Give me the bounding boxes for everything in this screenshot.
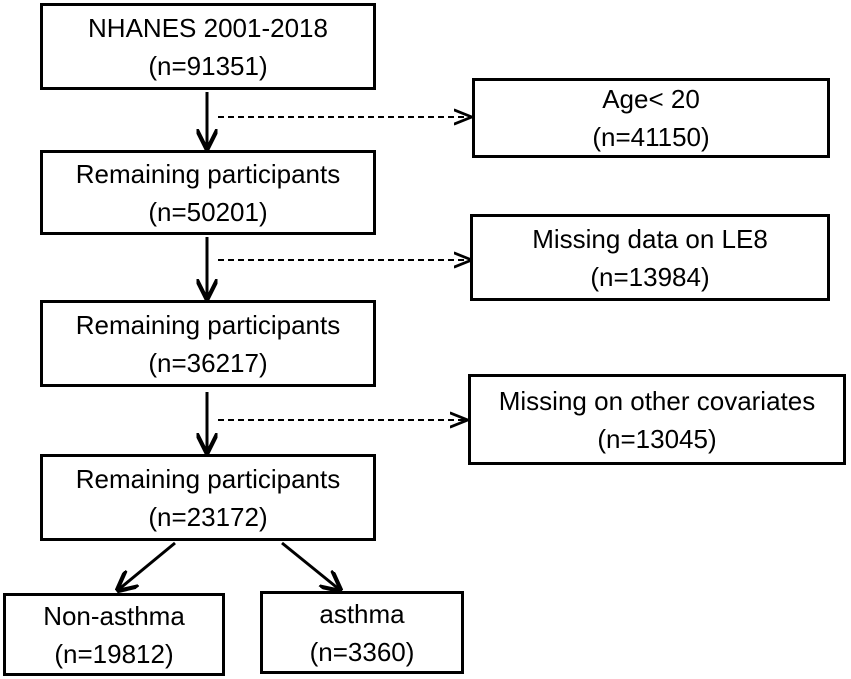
box-exclusion-age-count: (n=41150) [592,122,710,152]
split-arrow-asthma [281,541,340,590]
box-exclusion-covariates-title: Missing on other covariates [498,385,816,416]
box-remaining-1: Remaining participants (n=50201) [40,150,376,235]
box-remaining-2-title: Remaining participants [75,309,341,340]
box-group-non-asthma: Non-asthma (n=19812) [3,593,225,676]
box-group-non-asthma-count: (n=19812) [54,638,174,669]
box-group-asthma-count: (n=3360) [309,636,415,667]
box-remaining-3-count: (n=23172) [148,501,268,532]
box-group-asthma: asthma (n=3360) [260,591,464,674]
box-group-asthma-title: asthma [319,598,405,629]
box-exclusion-le8-count: (n=13984) [590,261,710,292]
box-exclusion-age: Age< 20 (n=41150) [472,78,830,158]
box-nhanes-count: (n=91351) [148,50,268,81]
split-arrow-non-asthma [118,541,176,590]
box-group-non-asthma-title: Non-asthma [43,600,185,631]
box-remaining-1-title: Remaining participants [75,158,341,189]
box-exclusion-age-title: Age< 20 [602,84,700,114]
box-remaining-3-title: Remaining participants [75,463,341,494]
box-remaining-2-count: (n=36217) [148,347,268,378]
box-nhanes-title: NHANES 2001-2018 [88,12,328,43]
box-remaining-3: Remaining participants (n=23172) [40,454,376,541]
box-exclusion-covariates: Missing on other covariates (n=13045) [468,374,846,465]
box-exclusion-le8: Missing data on LE8 (n=13984) [470,214,830,301]
box-remaining-2: Remaining participants (n=36217) [40,300,376,387]
box-nhanes-total: NHANES 2001-2018 (n=91351) [40,3,376,90]
box-remaining-1-count: (n=50201) [148,196,268,227]
box-exclusion-le8-title: Missing data on LE8 [532,223,768,254]
box-exclusion-covariates-count: (n=13045) [597,423,717,454]
